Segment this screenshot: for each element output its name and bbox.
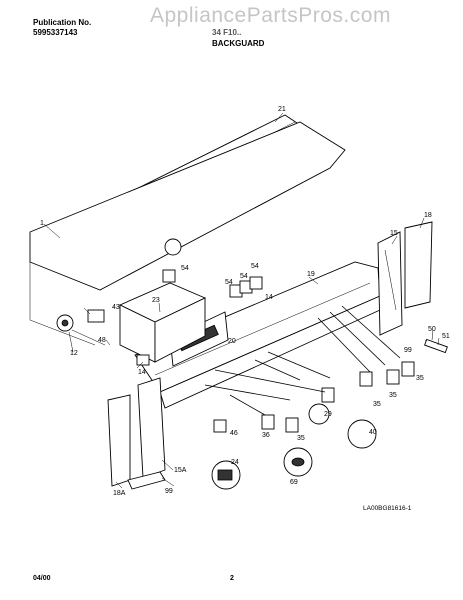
label-69: 69 [290, 479, 298, 486]
label-20: 20 [228, 338, 236, 345]
label-21: 21 [278, 106, 286, 113]
label-51: 51 [442, 333, 450, 340]
label-54-d: 54 [225, 279, 233, 286]
figure-code: LA00BG81616-1 [363, 505, 412, 512]
label-18: 18 [424, 212, 432, 219]
label-23: 23 [152, 297, 160, 304]
footer-page: 2 [230, 575, 234, 582]
label-35-b: 35 [389, 392, 397, 399]
switch-row-parts [211, 361, 415, 490]
wire-parts [71, 305, 448, 416]
label-48: 48 [98, 337, 106, 344]
watermark: AppliancePartsPros.com [150, 4, 391, 27]
label-24: 24 [231, 459, 239, 466]
model-code: 34 F10.. [212, 28, 242, 37]
label-15: 15 [390, 230, 398, 237]
publication-number: 5995337143 [33, 28, 78, 37]
switch-parts [56, 309, 150, 366]
label-35-a: 35 [416, 375, 424, 382]
label-12: 12 [70, 350, 78, 357]
label-54-a: 54 [181, 265, 189, 272]
right-end-parts [377, 221, 433, 336]
label-18a: 18A [113, 490, 126, 497]
section-title: BACKGUARD [212, 39, 265, 48]
label-1: 1 [40, 220, 44, 227]
label-29: 29 [324, 411, 332, 418]
label-19: 19 [307, 271, 315, 278]
publication-label: Publication No. [33, 18, 92, 27]
left-end-parts [107, 377, 166, 490]
label-43: 43 [112, 304, 120, 311]
clip-parts [162, 269, 263, 298]
label-99-b: 99 [165, 488, 173, 495]
label-36: 36 [262, 432, 270, 439]
label-35-d: 35 [297, 435, 305, 442]
label-35-c: 35 [373, 401, 381, 408]
label-14-b: 14 [138, 369, 146, 376]
electronic-box-part [118, 282, 207, 363]
label-40: 40 [369, 429, 377, 436]
rear-panel-part [29, 121, 346, 346]
label-54-b: 54 [251, 263, 259, 270]
label-50: 50 [428, 326, 436, 333]
label-54-c: 54 [240, 273, 248, 280]
leader-lines [43, 112, 440, 489]
label-15a: 15A [174, 467, 187, 474]
footer-date: 04/00 [33, 575, 51, 582]
label-14: 14 [265, 294, 273, 301]
label-46: 46 [230, 430, 238, 437]
label-99-a: 99 [404, 347, 412, 354]
